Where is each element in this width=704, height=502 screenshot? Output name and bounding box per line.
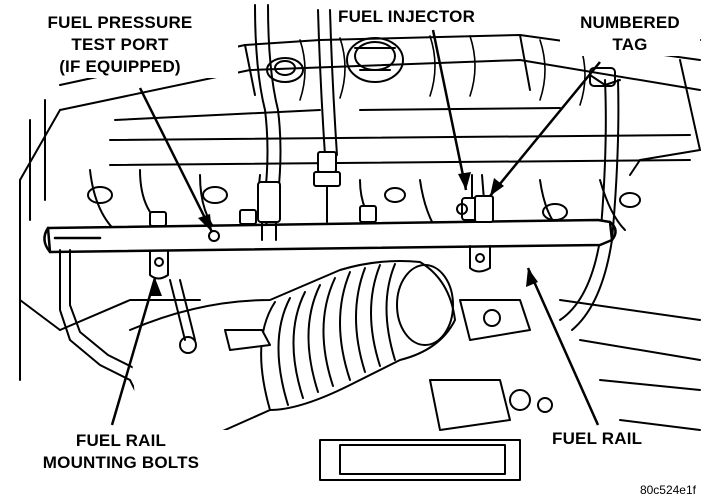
leader-lines	[110, 29, 601, 426]
arrowhead-mounting-bolts	[150, 278, 162, 296]
label-fuel-injector: FUEL INJECTOR	[338, 6, 476, 28]
label-fuel-rail: FUEL RAIL	[552, 428, 643, 450]
fuel-injectors	[149, 174, 494, 227]
label-line: NUMBERED	[580, 13, 680, 32]
leader-fuel-rail	[526, 267, 600, 426]
leader-arrowheads	[150, 172, 538, 296]
leader-fuel-injector	[431, 29, 468, 191]
round-plug	[266, 57, 304, 83]
label-line: FUEL RAIL	[75, 431, 167, 450]
arrowhead-numbered-tag	[490, 178, 504, 196]
label-fuel-rail-mounting-bolts: FUEL RAIL MOUNTING BOLTS	[12, 430, 230, 474]
label-line: FUEL PRESSURE	[47, 13, 193, 32]
leader-test-port	[138, 87, 214, 233]
oil-filler-cap	[346, 37, 404, 83]
engine-block	[19, 34, 701, 431]
valve-cover-ribs	[299, 35, 586, 106]
label-line: (IF EQUIPPED)	[59, 57, 181, 76]
label-numbered-tag: NUMBERED TAG	[560, 12, 700, 56]
air-intake-hose	[129, 260, 456, 471]
leader-numbered-tag	[489, 61, 601, 197]
arrowhead-test-port	[198, 214, 212, 232]
linkage-rod	[169, 279, 197, 354]
label-fuel-pressure-test-port: FUEL PRESSURE TEST PORT (IF EQUIPPED)	[2, 12, 238, 78]
arrowhead-fuel-rail	[526, 268, 538, 287]
fuel-rail-tube	[43, 218, 617, 254]
label-line: TEST PORT	[71, 35, 169, 54]
test-port-fitting	[208, 151, 341, 242]
mounting-bolts	[149, 245, 491, 280]
label-line: TAG	[612, 35, 648, 54]
label-line: MOUNTING BOLTS	[42, 453, 200, 472]
figure-code: 80c524e1f	[639, 483, 696, 497]
arrowhead-fuel-injector	[458, 172, 471, 190]
leader-mounting-bolts	[110, 277, 157, 426]
throttle-body	[319, 299, 553, 481]
